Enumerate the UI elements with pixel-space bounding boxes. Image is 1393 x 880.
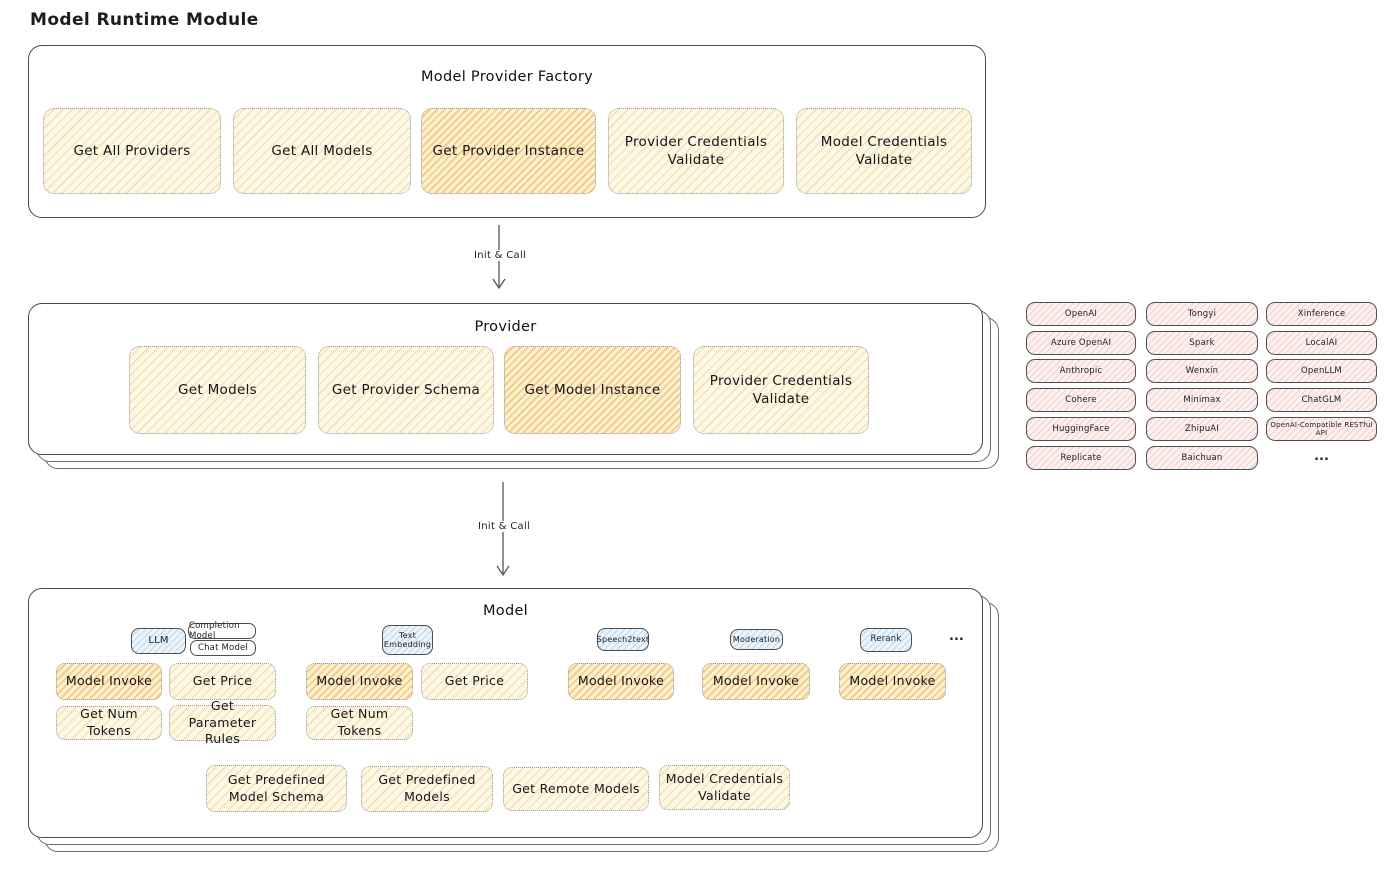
model-op-get-price-text-embedding: Get Price [421,663,528,700]
provider-btn-provider-credentials-validate: Provider Credentials Validate [693,346,869,434]
provider-chip-anthropic: Anthropic [1026,359,1136,383]
factory-btn-get-all-models: Get All Models [233,108,411,194]
model-op-get-num-tokens-llm: Get Num Tokens [56,706,162,740]
provider-chip-wenxin: Wenxin [1146,359,1258,383]
factory-btn-provider-credentials-validate: Provider Credentials Validate [608,108,784,194]
factory-box: Model Provider Factory Get All Providers… [28,45,986,218]
tab-completion-model: Completion Model [188,621,256,641]
provider-chip-openllm: OpenLLM [1266,359,1377,383]
model-op-get-num-tokens-text-embedding: Get Num Tokens [306,706,413,740]
provider-chip-huggingface: HuggingFace [1026,417,1136,441]
provider-btn-get-model-instance: Get Model Instance [504,346,681,434]
model-title: Model [482,603,529,619]
providers-more-ellipsis: ... [1314,449,1329,464]
model-op-get-remote-models: Get Remote Models [503,767,649,811]
arrow-down-icon [496,482,510,577]
provider-btn-get-models: Get Models [129,346,306,434]
tab-speech2text: Speech2text [597,628,649,651]
page-title: Model Runtime Module [30,10,259,30]
provider-chip-localai: LocalAI [1266,331,1377,355]
tab-llm: LLM [131,628,186,654]
model-op-model-credentials-validate: Model Credentials Validate [659,765,790,810]
provider-box: Provider Get Models Get Provider Schema … [28,303,983,455]
provider-chip-chatglm: ChatGLM [1266,388,1377,412]
model-op-model-invoke-rerank: Model Invoke [839,663,946,700]
factory-title: Model Provider Factory [420,69,594,85]
tab-rerank: Rerank [860,628,912,652]
factory-btn-get-all-providers: Get All Providers [43,108,221,194]
model-op-model-invoke-llm: Model Invoke [56,663,162,700]
model-op-get-parameter-rules: Get Parameter Rules [169,698,276,746]
model-op-get-price-llm: Get Price [169,663,276,700]
model-op-get-predefined-model-schema: Get Predefined Model Schema [206,765,347,812]
model-op-model-invoke-moderation: Model Invoke [702,663,810,700]
provider-chip-spark: Spark [1146,331,1258,355]
provider-chip-azure-openai: Azure OpenAI [1026,331,1136,355]
tabs-more-ellipsis: ... [949,629,964,644]
model-op-model-invoke-text-embedding: Model Invoke [306,663,413,700]
provider-chip-tongyi: Tongyi [1146,302,1258,326]
provider-title: Provider [474,319,537,335]
arrow1-label: Init & Call [470,250,531,261]
tab-text-embedding: Text Embedding [382,625,433,655]
arrow2-label: Init & Call [474,521,535,532]
provider-chip-openai: OpenAI [1026,302,1136,326]
provider-chip-zhipuai: ZhipuAI [1146,417,1258,441]
provider-chip-xinference: Xinference [1266,302,1377,326]
provider-chip-baichuan: Baichuan [1146,446,1258,470]
provider-chip-minimax: Minimax [1146,388,1258,412]
providers-grid: OpenAI Azure OpenAI Anthropic Cohere Hug… [1026,302,1377,474]
provider-chip-replicate: Replicate [1026,446,1136,470]
model-op-get-predefined-models: Get Predefined Models [361,766,493,812]
tab-moderation: Moderation [730,629,783,650]
factory-btn-model-credentials-validate: Model Credentials Validate [796,108,972,194]
provider-btn-get-provider-schema: Get Provider Schema [318,346,494,434]
model-box: Model LLM Completion Model Chat Model Te… [28,588,983,838]
provider-chip-openai-compatible-restful-api: OpenAI-Compatible RESTful API [1266,417,1377,441]
factory-btn-get-provider-instance: Get Provider Instance [421,108,596,194]
tab-chat-model: Chat Model [190,640,256,656]
model-op-model-invoke-speech2text: Model Invoke [568,663,674,700]
provider-chip-cohere: Cohere [1026,388,1136,412]
